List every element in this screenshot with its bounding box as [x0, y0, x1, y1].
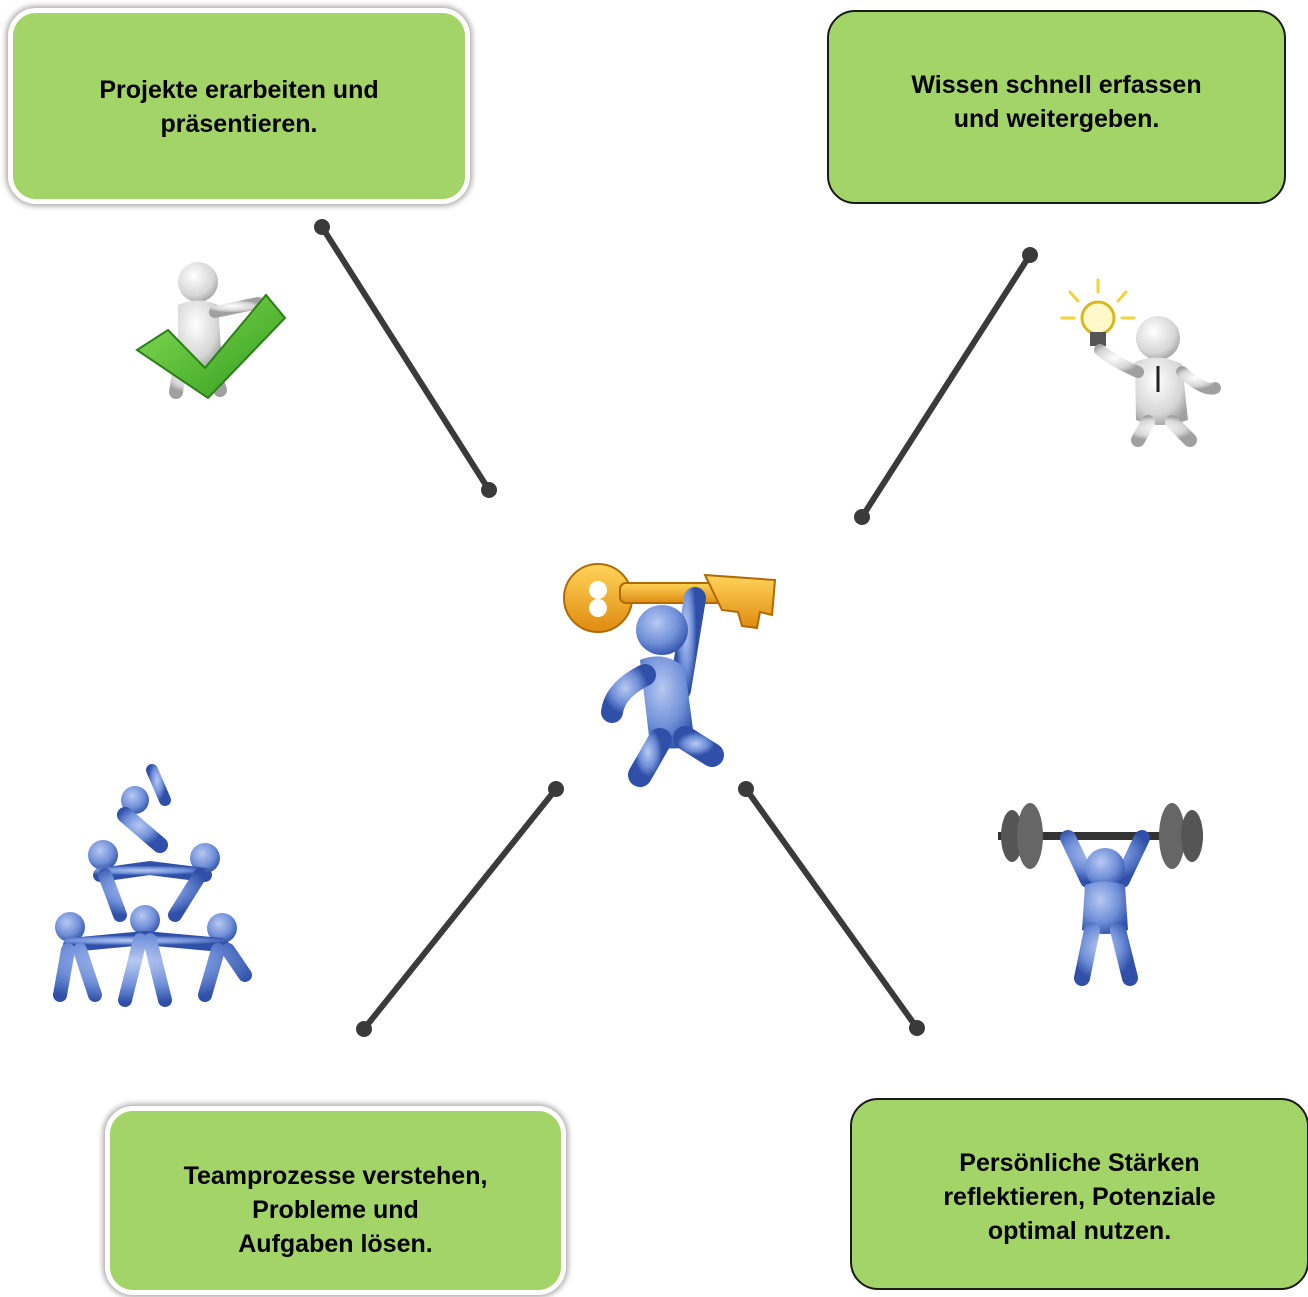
- connector-top-right: [854, 247, 1038, 525]
- weightlifter-icon: [998, 803, 1203, 986]
- team-pyramid-icon: [53, 764, 252, 1007]
- box-strengths-text: Persönliche Stärken reflektieren, Potenz…: [943, 1149, 1216, 1245]
- box-strengths: Persönliche Stärken reflektieren, Potenz…: [850, 1098, 1308, 1290]
- person-holding-key-icon: [563, 563, 777, 787]
- connector-top-left: [314, 219, 497, 498]
- box-teamwork-text: Teamprozesse verstehen, Probleme und Auf…: [183, 1162, 488, 1258]
- box-knowledge-text: Wissen schnell erfassen und weitergeben.: [911, 71, 1202, 133]
- box-knowledge: Wissen schnell erfassen und weitergeben.: [827, 10, 1286, 204]
- person-with-lightbulb-icon: [1060, 278, 1221, 447]
- person-with-checkmark-icon: [135, 262, 287, 400]
- box-projects-text: Projekte erarbeiten und präsentieren.: [99, 76, 379, 138]
- connector-bottom-left: [356, 781, 564, 1037]
- box-projects: Projekte erarbeiten und präsentieren.: [8, 8, 470, 204]
- box-teamwork: Teamprozesse verstehen, Probleme und Auf…: [105, 1106, 566, 1295]
- connector-bottom-right: [738, 781, 925, 1036]
